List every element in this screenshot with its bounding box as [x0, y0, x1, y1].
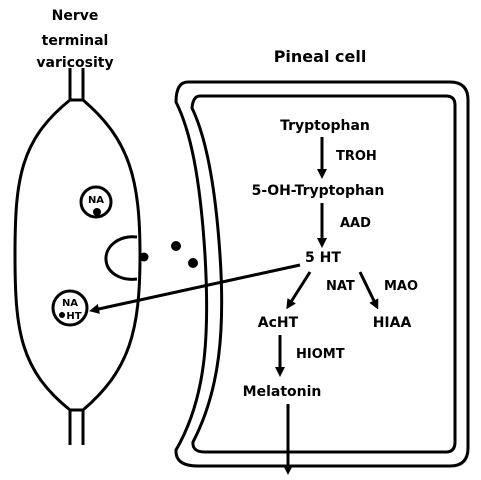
released-granule [188, 258, 198, 268]
label-hiaa: HIAA [373, 315, 412, 331]
label-aad: AAD [340, 216, 371, 231]
pineal-cell-title: Pineal cell [274, 47, 367, 66]
label-5oh-tryptophan: 5-OH-Tryptophan [252, 183, 385, 199]
label-tryptophan: Tryptophan [280, 118, 370, 134]
label-nat: NAT [326, 279, 355, 294]
label-acht: AcHT [258, 315, 299, 331]
vesicle-na-label: NA [88, 195, 104, 206]
nerve-title-line3: varicosity [36, 55, 113, 71]
released-granule [140, 253, 149, 262]
vesicle-na-ht-label-bottom: HT [66, 311, 81, 322]
released-granule [171, 241, 181, 251]
label-troh: TROH [336, 149, 377, 164]
label-5ht: 5 HT [305, 250, 341, 266]
arrow-5ht-to-acht [289, 272, 310, 305]
label-hiomt: HIOMT [296, 347, 345, 362]
label-mao: MAO [384, 279, 418, 294]
arrow-5ht-to-hiaa [360, 272, 376, 305]
vesicle-na-ht-label-top: NA [62, 298, 78, 309]
nerve-title-line2: terminal [42, 33, 109, 49]
label-melatonin: Melatonin [243, 384, 322, 400]
nerve-title-line1: Nerve [52, 8, 99, 24]
